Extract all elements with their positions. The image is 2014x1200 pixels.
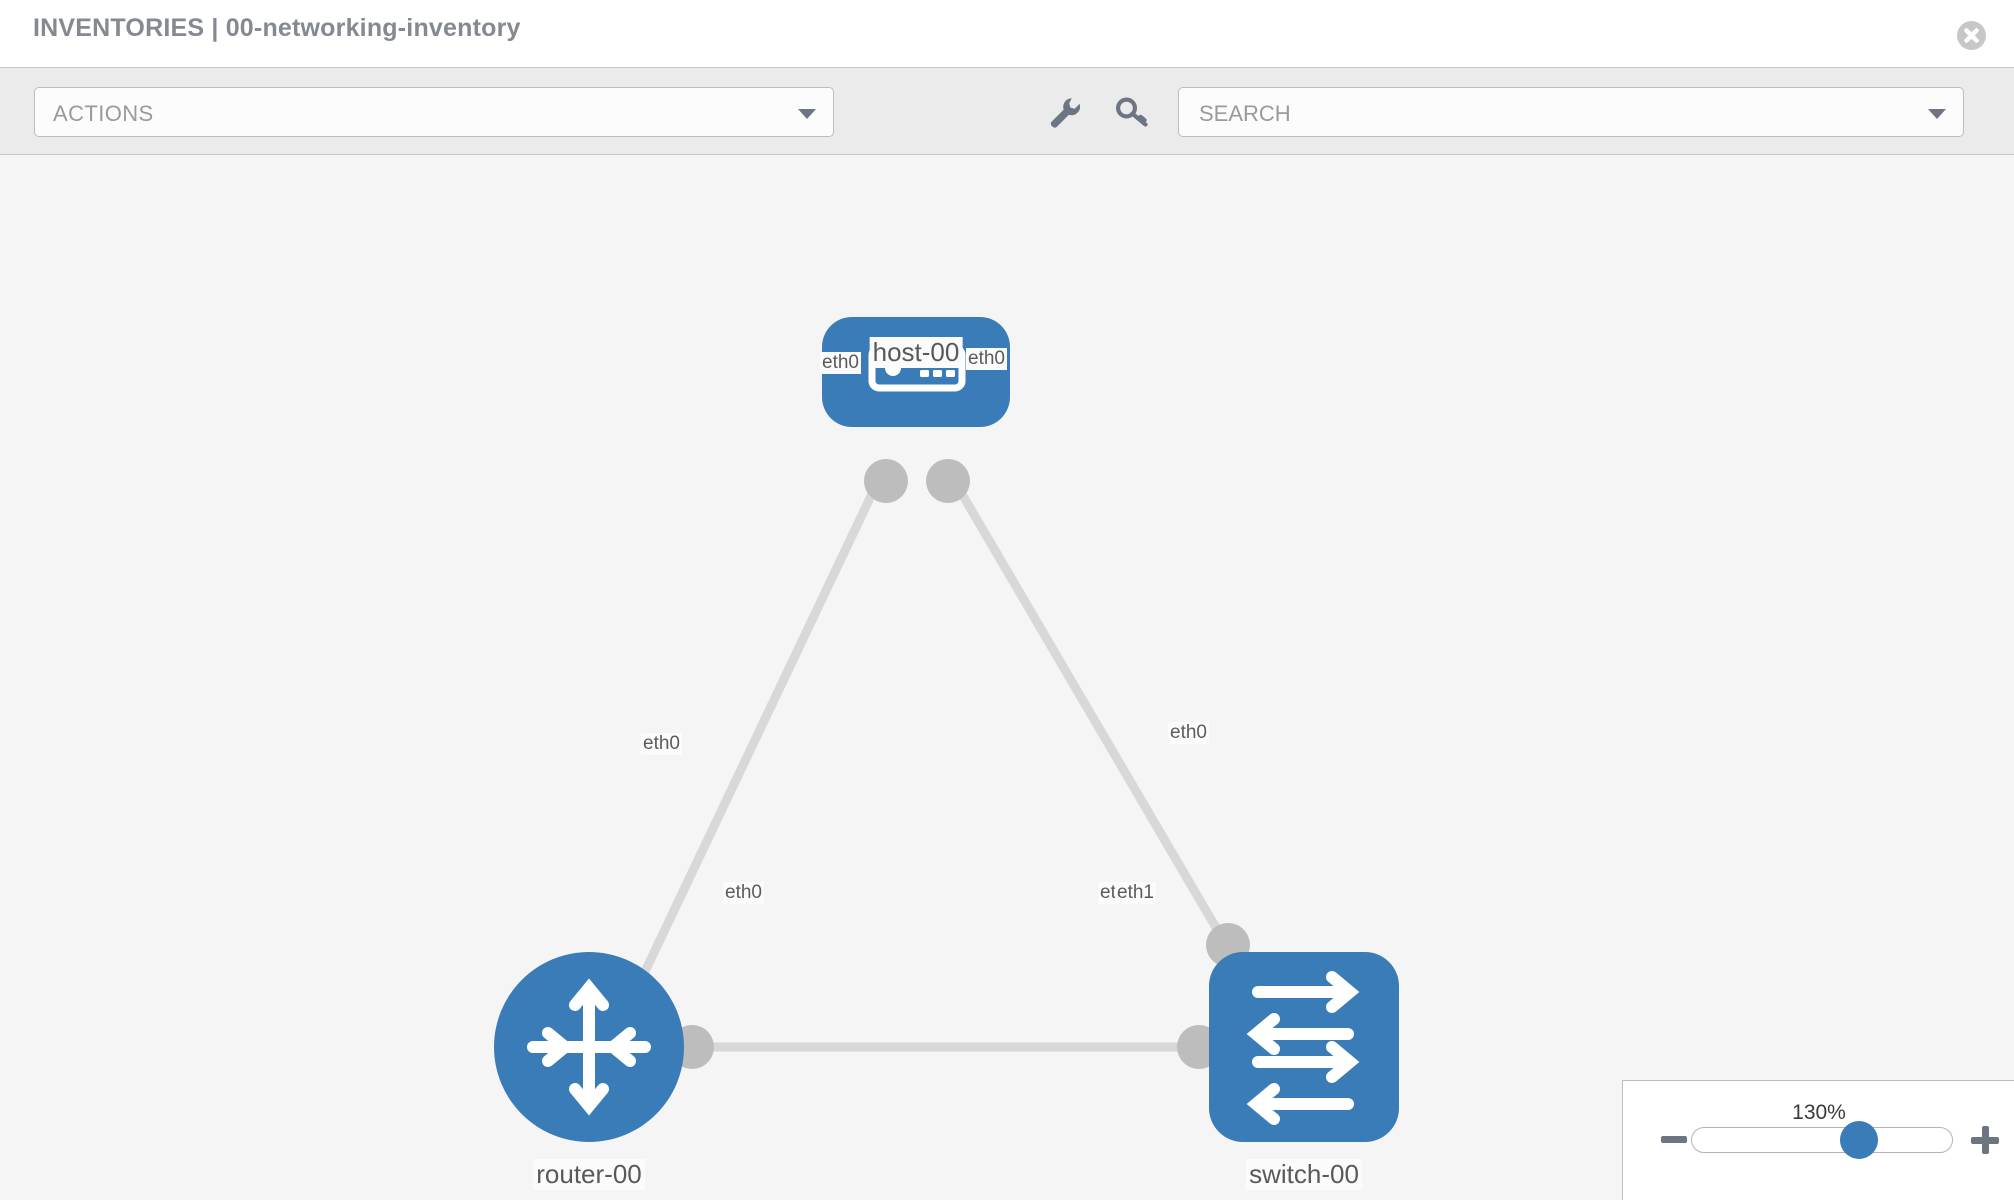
actions-dropdown-label: ACTIONS — [53, 101, 154, 126]
port-label-router-eth0-up: eth0 — [641, 733, 682, 755]
page-title: INVENTORIES | 00-networking-inventory — [33, 14, 521, 42]
node-router-00[interactable] — [494, 952, 684, 1142]
node-label-router-00: router-00 — [533, 1159, 645, 1190]
port-label-host-eth0-right: eth0 — [966, 348, 1007, 370]
port-label-switch-eth1: eth1 — [1115, 882, 1156, 904]
topology-graph — [494, 317, 1399, 1142]
page-header: INVENTORIES | 00-networking-inventory — [0, 0, 2014, 67]
plus-icon[interactable] — [1971, 1126, 1999, 1154]
search-field[interactable] — [1178, 87, 1964, 137]
key-icon[interactable] — [1114, 94, 1150, 130]
chevron-down-icon — [798, 109, 816, 119]
actions-dropdown[interactable]: ACTIONS — [34, 87, 834, 137]
node-switch-00[interactable] — [1209, 952, 1399, 1142]
node-label-host-00: host-00 — [869, 337, 963, 368]
port-markers — [670, 459, 1250, 1069]
zoom-level-label: 130% — [1792, 1101, 1846, 1124]
topology-canvas[interactable]: host-00 router-00 switch-00 eth0 eth0 et… — [0, 155, 2014, 1200]
port-label-host-eth0-left: eth0 — [820, 352, 861, 374]
zoom-slider-thumb[interactable] — [1840, 1121, 1878, 1159]
port-label-router-eth0-right: eth0 — [723, 882, 764, 904]
node-label-switch-00: switch-00 — [1246, 1159, 1362, 1190]
wrench-icon[interactable] — [1046, 94, 1082, 130]
search-input[interactable] — [1197, 99, 1901, 129]
close-icon[interactable] — [1957, 21, 1986, 50]
toolbar: ACTIONS — [0, 67, 2014, 155]
switch-arrows-icon — [1246, 971, 1360, 1125]
link-host-router[interactable] — [635, 475, 885, 984]
port-label-switch-eth0-up: eth0 — [1168, 722, 1209, 744]
zoom-slider-track[interactable] — [1691, 1127, 1953, 1153]
router-arrows-icon — [527, 978, 651, 1116]
minus-icon[interactable] — [1661, 1136, 1687, 1143]
link-host-switch[interactable] — [948, 474, 1236, 958]
chevron-down-icon[interactable] — [1928, 109, 1946, 119]
